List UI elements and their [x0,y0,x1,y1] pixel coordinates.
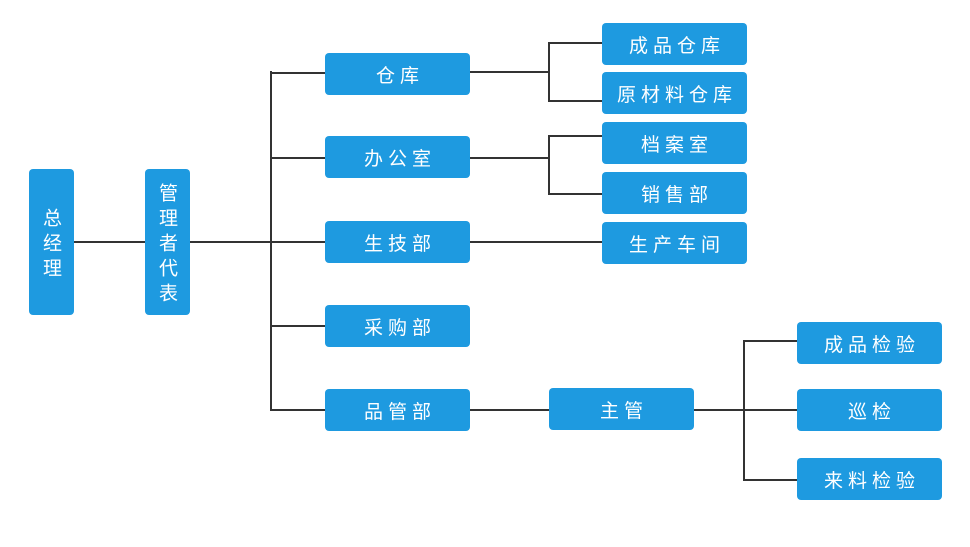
node-production-workshop: 生产车间 [602,222,747,264]
node-ceo-label: 总经理 [40,207,62,283]
node-raw-material-warehouse: 原材料仓库 [602,72,747,114]
node-archives-room-label: 档案室 [640,133,713,156]
node-ceo: 总经理 [29,169,74,315]
node-quality-label: 品管部 [363,400,436,423]
node-production-workshop-label: 生产车间 [628,233,725,256]
node-warehouse: 仓库 [325,53,470,95]
node-finished-goods-warehouse: 成品仓库 [602,23,747,65]
node-production-tech: 生技部 [325,221,470,263]
node-patrol-inspection-label: 巡检 [847,400,896,423]
node-supervisor: 主管 [549,388,694,430]
node-quality: 品管部 [325,389,470,431]
node-sales-dept: 销售部 [602,172,747,214]
node-archives-room: 档案室 [602,122,747,164]
node-office: 办公室 [325,136,470,178]
node-finished-goods-inspection-label: 成品检验 [823,333,920,356]
node-purchasing-label: 采购部 [363,316,436,339]
node-office-label: 办公室 [363,147,436,170]
node-management-rep-label: 管理者代表 [156,182,178,308]
node-purchasing: 采购部 [325,305,470,347]
node-sales-dept-label: 销售部 [640,183,713,206]
node-management-rep: 管理者代表 [145,169,190,315]
node-raw-material-warehouse-label: 原材料仓库 [616,83,737,106]
node-finished-goods-warehouse-label: 成品仓库 [628,34,725,57]
node-incoming-inspection: 来料检验 [797,458,942,500]
node-supervisor-label: 主管 [599,399,648,422]
node-incoming-inspection-label: 来料检验 [823,469,920,492]
node-warehouse-label: 仓库 [375,64,424,87]
node-patrol-inspection: 巡检 [797,389,942,431]
node-finished-goods-inspection: 成品检验 [797,322,942,364]
node-production-tech-label: 生技部 [363,232,436,255]
